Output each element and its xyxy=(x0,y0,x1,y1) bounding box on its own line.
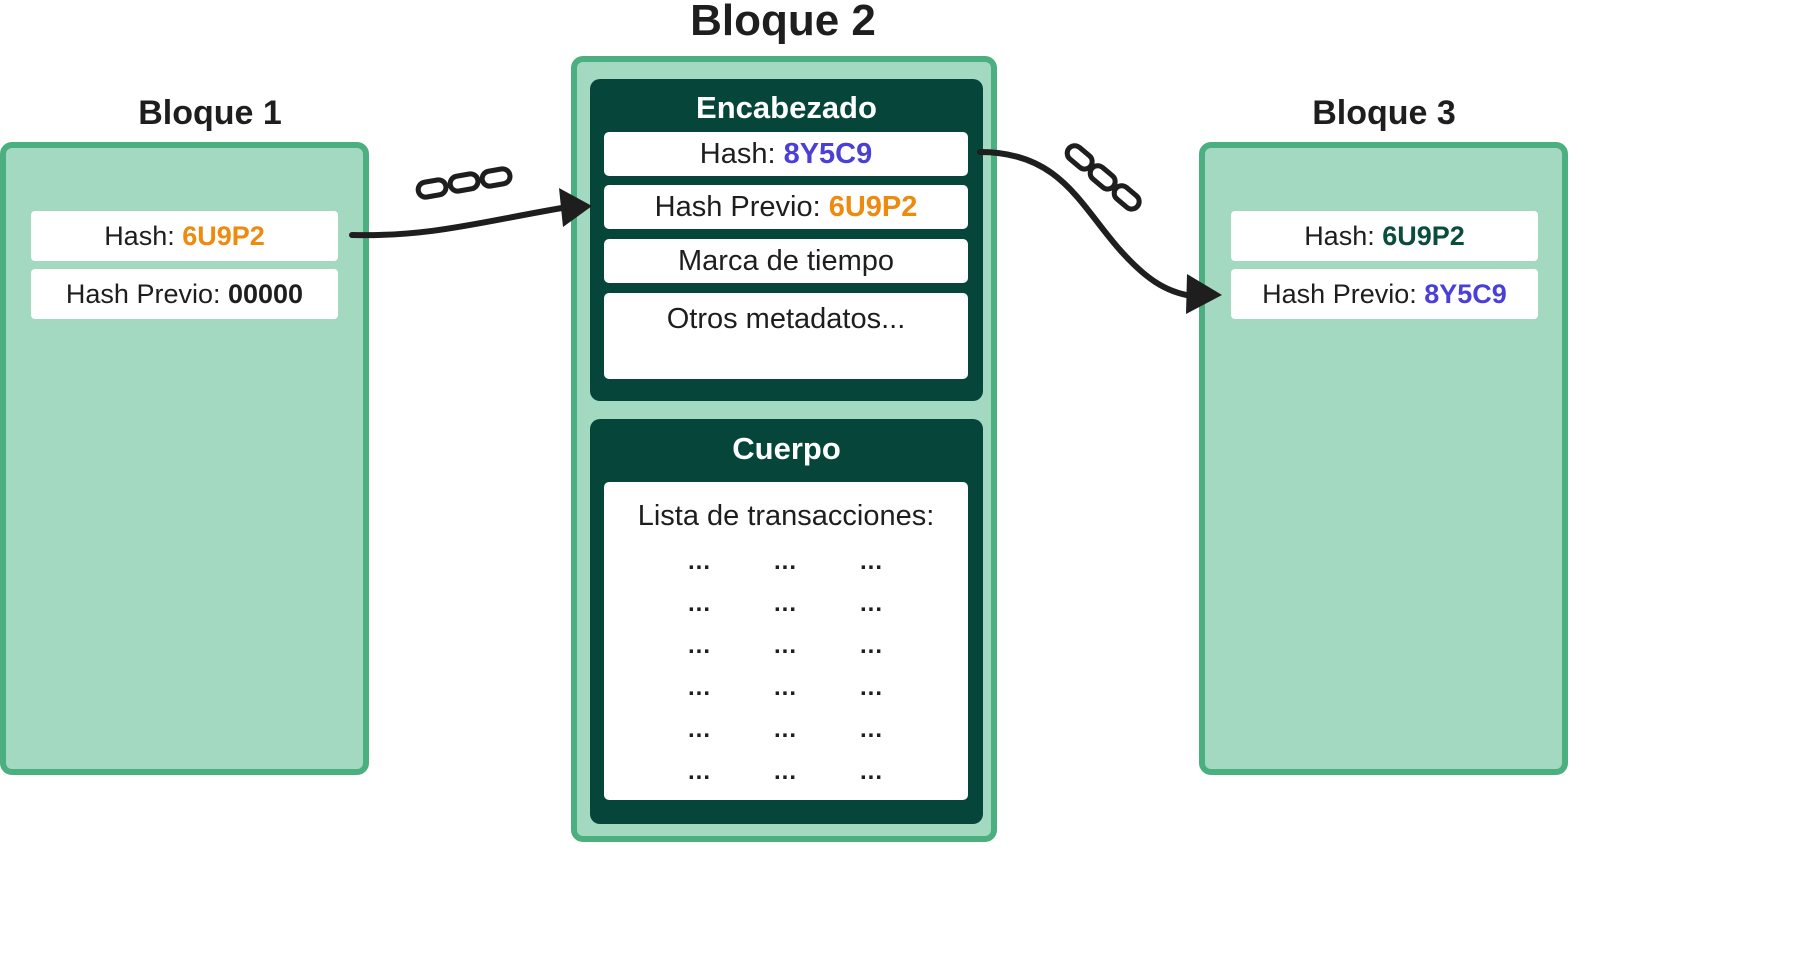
block-2: Encabezado Hash: 8Y5C9 Hash Previo: 6U9P… xyxy=(571,56,997,842)
prev-hash-value: 8Y5C9 xyxy=(1424,279,1507,309)
transaction-placeholder: ... xyxy=(688,674,712,701)
hash-value: 8Y5C9 xyxy=(783,138,873,170)
metadata-label: Otros metadatos... xyxy=(666,303,906,335)
prev-hash-label: Hash Previo: xyxy=(654,191,829,223)
arrow-icon xyxy=(349,188,592,239)
transaction-placeholder: ... xyxy=(688,590,712,617)
transaction-placeholder: ... xyxy=(774,674,798,701)
transaction-placeholder: ... xyxy=(860,548,884,575)
hash-value: 6U9P2 xyxy=(182,221,265,251)
block-1-prev-hash-field: Hash Previo: 00000 xyxy=(31,269,338,319)
chain-link-icon xyxy=(415,166,513,200)
transaction-placeholder: ... xyxy=(688,632,712,659)
header-panel: Encabezado Hash: 8Y5C9 Hash Previo: 6U9P… xyxy=(590,79,983,401)
block-2-prev-hash-field: Hash Previo: 6U9P2 xyxy=(604,185,968,229)
transaction-placeholder: ... xyxy=(774,758,798,785)
hash-label: Hash: xyxy=(104,221,183,251)
block-3: Hash: 6U9P2 Hash Previo: 8Y5C9 xyxy=(1199,142,1568,775)
transaction-placeholder: ... xyxy=(860,674,884,701)
body-panel: Cuerpo Lista de transacciones: .........… xyxy=(590,419,983,824)
transaction-placeholder: ... xyxy=(860,758,884,785)
prev-hash-label: Hash Previo: xyxy=(1262,279,1425,309)
transaction-placeholder: ... xyxy=(774,590,798,617)
transaction-placeholder: ... xyxy=(774,548,798,575)
hash-label: Hash: xyxy=(1304,221,1383,251)
block-3-prev-hash-field: Hash Previo: 8Y5C9 xyxy=(1231,269,1538,319)
hash-value: 6U9P2 xyxy=(1382,221,1465,251)
block-1-hash-field: Hash: 6U9P2 xyxy=(31,211,338,261)
body-title: Cuerpo xyxy=(732,431,841,466)
transaction-placeholder: ... xyxy=(688,758,712,785)
prev-hash-label: Hash Previo: xyxy=(65,279,228,309)
chain-link-icon xyxy=(1064,143,1142,212)
arrow-icon xyxy=(977,149,1222,314)
prev-hash-value: 6U9P2 xyxy=(828,191,918,223)
transactions-list: Lista de transacciones: ................… xyxy=(604,482,968,800)
transaction-placeholder: ... xyxy=(860,632,884,659)
block-1-title: Bloque 1 xyxy=(138,94,282,132)
block-3-hash-field: Hash: 6U9P2 xyxy=(1231,211,1538,261)
transactions-list-title: Lista de transacciones: xyxy=(637,500,935,532)
block-1: Hash: 6U9P2 Hash Previo: 00000 xyxy=(0,142,369,775)
metadata-field: Otros metadatos... xyxy=(604,293,968,379)
block-2-hash-field: Hash: 8Y5C9 xyxy=(604,132,968,176)
transaction-placeholder: ... xyxy=(860,590,884,617)
block-2-title: Bloque 2 xyxy=(690,0,876,45)
block-3-title: Bloque 3 xyxy=(1312,94,1456,132)
prev-hash-value: 00000 xyxy=(227,279,304,309)
transaction-placeholder: ... xyxy=(774,632,798,659)
header-title: Encabezado xyxy=(696,90,877,125)
transaction-placeholder: ... xyxy=(774,716,798,743)
timestamp-field: Marca de tiempo xyxy=(604,239,968,283)
transaction-placeholder: ... xyxy=(860,716,884,743)
hash-label: Hash: xyxy=(699,138,784,170)
transaction-placeholder: ... xyxy=(688,716,712,743)
transaction-placeholder: ... xyxy=(688,548,712,575)
